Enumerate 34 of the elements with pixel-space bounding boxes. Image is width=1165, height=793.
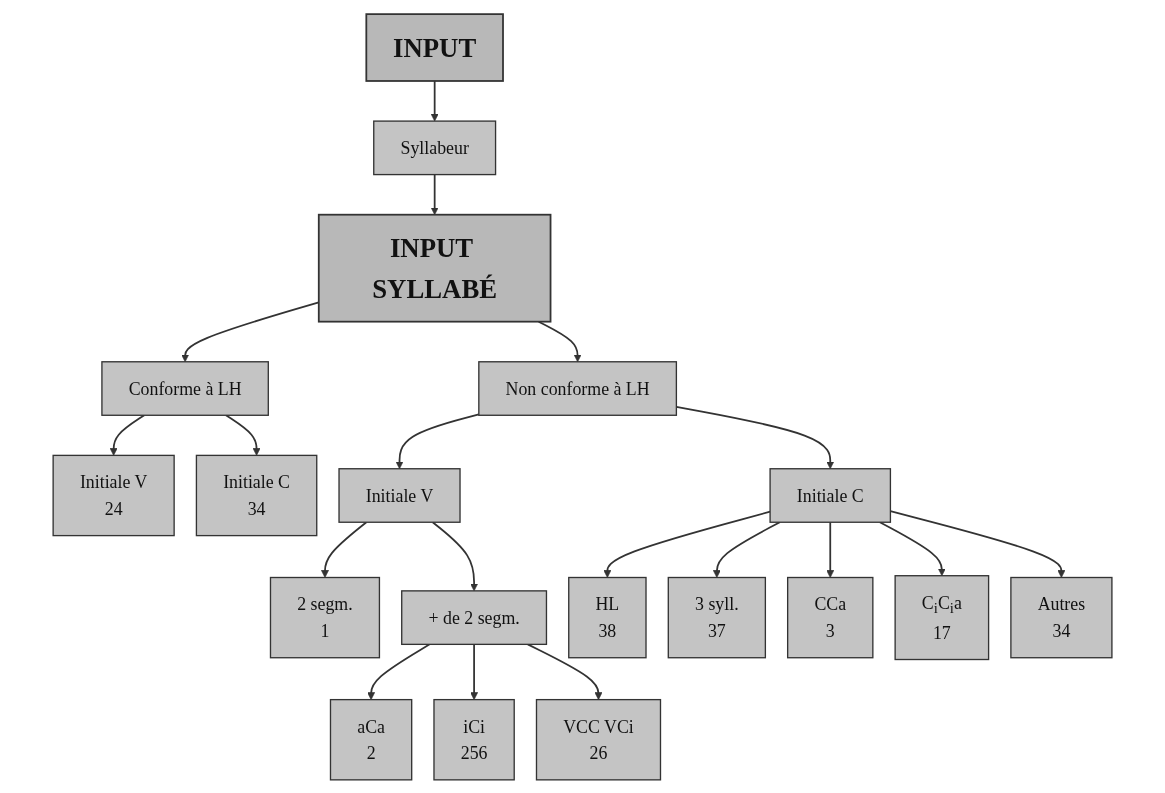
arrow — [430, 79, 439, 121]
node-box: 3 syll. 37 — [667, 576, 766, 658]
node-box: Non conforme à LH — [478, 360, 678, 416]
node-box: C$_{i}$C$_{i}$a 17 — [894, 574, 990, 660]
arrow — [109, 413, 146, 456]
node-box: INPUT SYLLABÉ — [317, 213, 552, 323]
node-box: HL 38 — [568, 576, 647, 658]
arrow — [878, 520, 946, 576]
node-box: iCi 256 — [433, 698, 515, 780]
arrow — [826, 520, 835, 578]
arrow — [430, 173, 439, 215]
node-box: Autres 34 — [1010, 576, 1113, 658]
node-box: VCC VCi 26 — [535, 698, 662, 780]
node-box: Conforme à LH — [101, 360, 269, 416]
node-box: Initiale C 34 — [195, 454, 318, 536]
arrow — [321, 520, 368, 578]
node-box: Initiale C — [769, 467, 892, 523]
arrow — [603, 510, 771, 578]
node-box: + de 2 segm. — [401, 589, 548, 645]
arrow — [470, 642, 478, 700]
node-box: Syllabeur — [373, 119, 497, 175]
arrow — [712, 520, 781, 578]
node-box: INPUT — [365, 12, 504, 82]
arrow — [537, 320, 582, 362]
arrow — [225, 413, 261, 456]
arrow — [431, 520, 478, 591]
node-box: Initiale V 24 — [52, 454, 175, 536]
arrow — [367, 642, 431, 700]
node-box: aCa 2 — [329, 698, 413, 780]
node-box: 2 segm. 1 — [269, 576, 381, 658]
node-box: CCa 3 — [786, 576, 874, 658]
arrow — [526, 642, 603, 700]
node-box: Initiale V — [338, 467, 461, 523]
arrow — [395, 413, 480, 469]
